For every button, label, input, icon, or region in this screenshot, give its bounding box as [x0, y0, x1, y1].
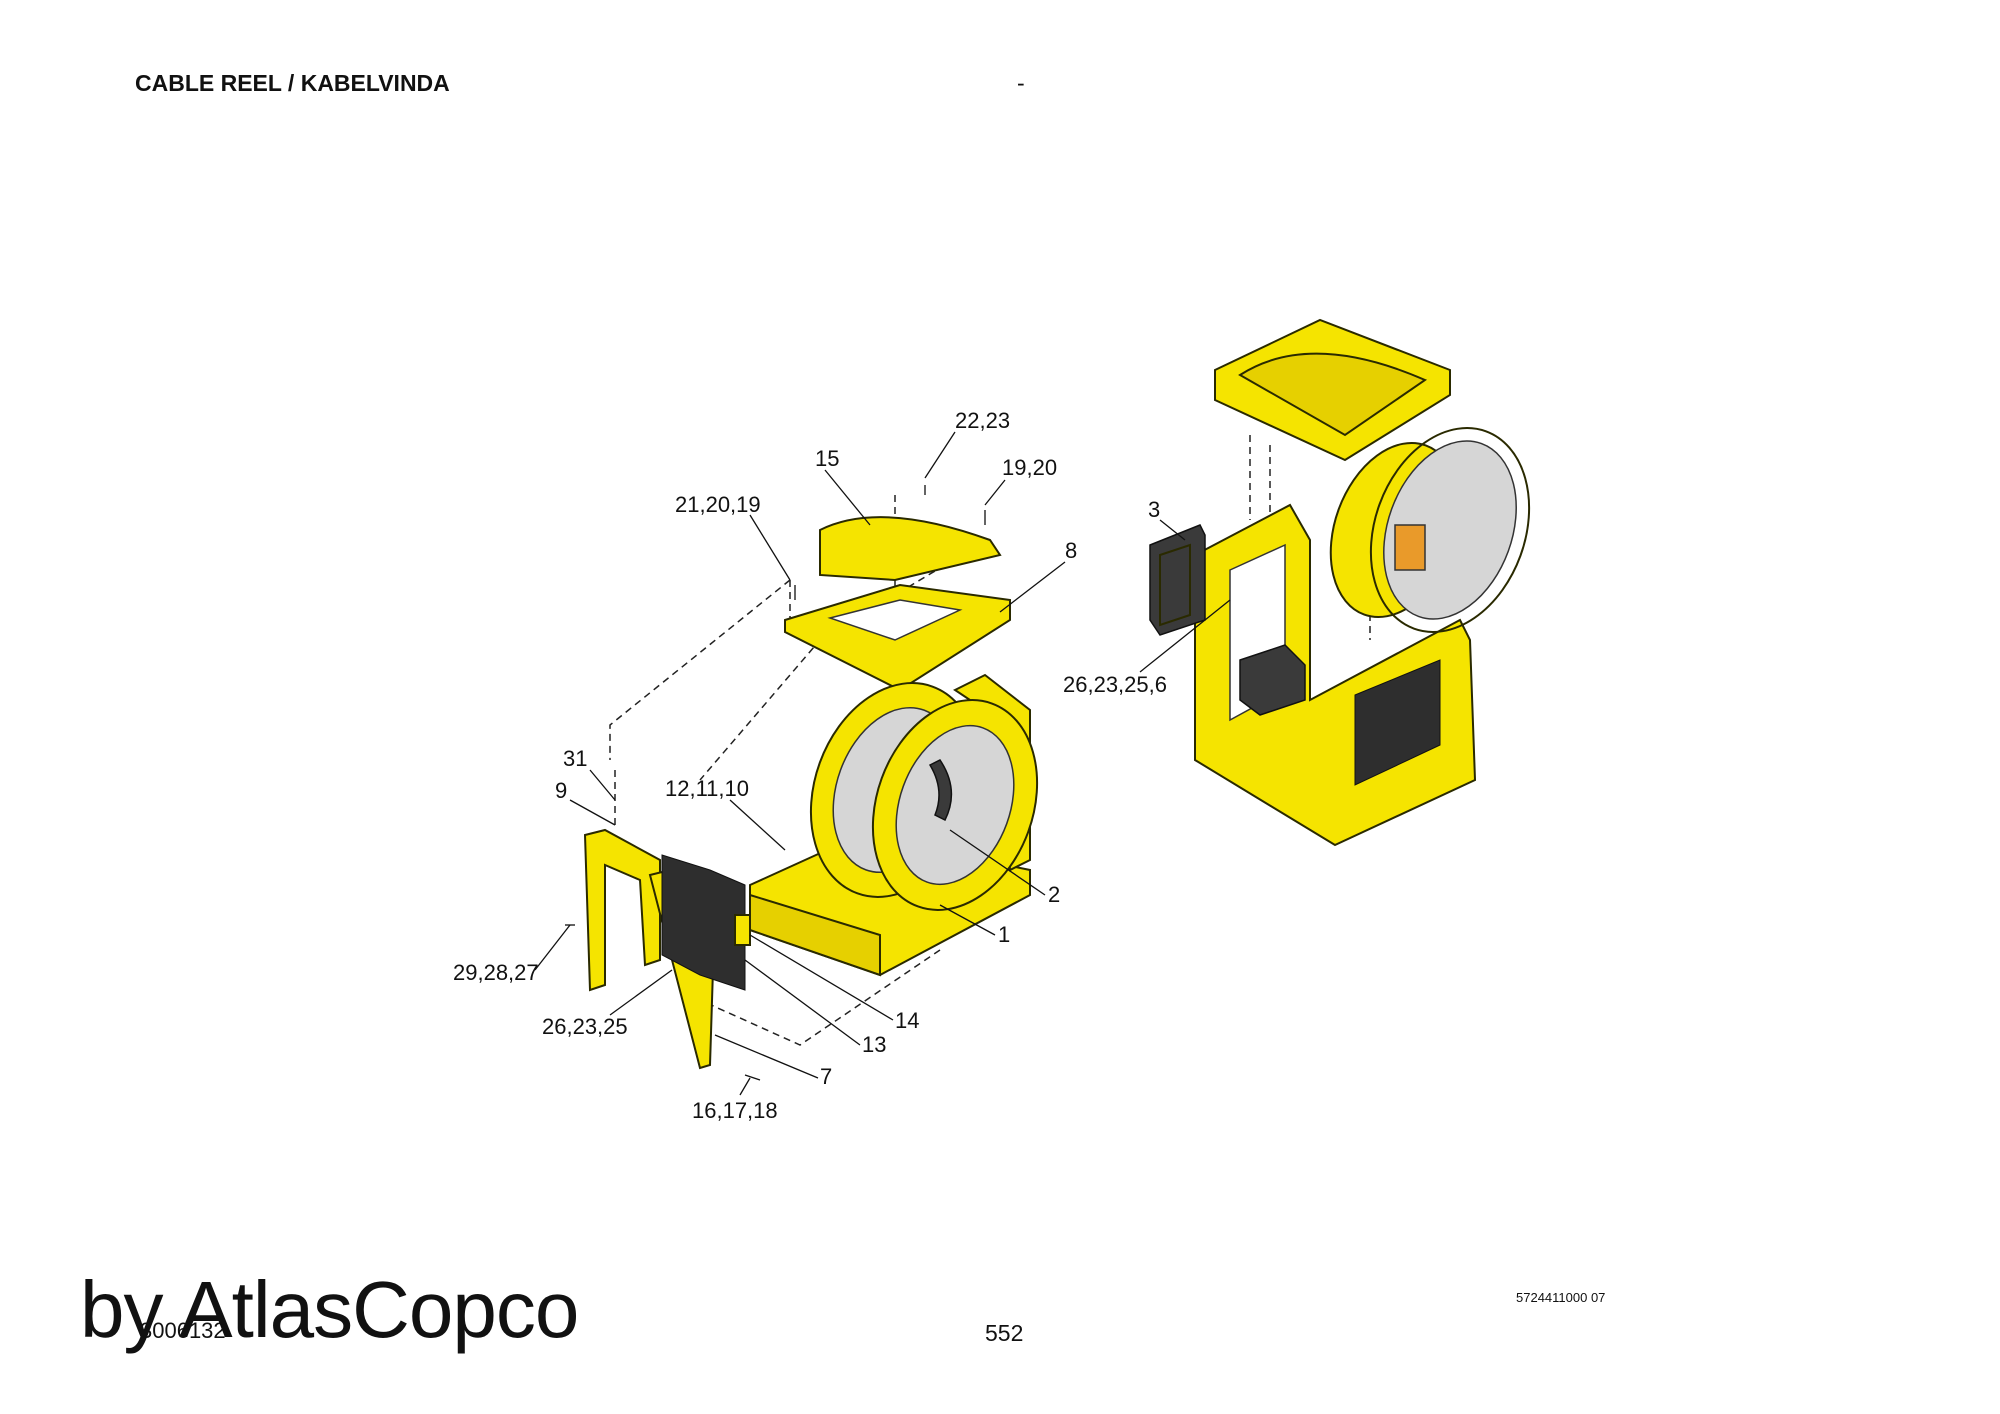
- watermark-text: by AtlasCopco: [80, 1265, 579, 1354]
- callout-12-11-10: 12,11,10: [665, 776, 749, 801]
- callout-31: 31: [563, 746, 587, 771]
- document-number: 5724411000 07: [1516, 1290, 1606, 1305]
- side-panel-9: [583, 828, 661, 992]
- callout-26-23-25-6: 26,23,25,6: [1063, 672, 1167, 697]
- orange-bracket: [1394, 524, 1426, 571]
- grille-13: [661, 854, 746, 991]
- callout-16-17-18: 16,17,18: [692, 1098, 778, 1123]
- callout-8: 8: [1065, 538, 1077, 563]
- callout-26-23-25: 26,23,25: [542, 1014, 628, 1039]
- callout-2: 2: [1048, 882, 1060, 907]
- drawing-id: 3006132: [140, 1318, 226, 1343]
- callout-19-20: 19,20: [1002, 455, 1057, 480]
- callout-14: 14: [895, 1008, 919, 1033]
- left-assembly: [565, 485, 1039, 1081]
- callout-13: 13: [862, 1032, 886, 1057]
- callouts: 22,23 15 19,20 21,20,19 8 31 9 12,11,10 …: [453, 408, 1231, 1123]
- callout-15: 15: [815, 446, 839, 471]
- callout-29-28-27: 29,28,27: [453, 960, 539, 985]
- right-assembly: [1149, 318, 1531, 847]
- page-title: CABLE REEL / KABELVINDA: [135, 70, 450, 96]
- callout-9: 9: [555, 778, 567, 803]
- header-dash: -: [1017, 70, 1025, 96]
- callout-22-23: 22,23: [955, 408, 1010, 433]
- page-number: 552: [985, 1320, 1024, 1346]
- right-grille: [1354, 659, 1441, 786]
- callout-1: 1: [998, 922, 1010, 947]
- motor-box: [1239, 644, 1306, 716]
- callout-3: 3: [1148, 497, 1160, 522]
- callout-21-20-19: 21,20,19: [675, 492, 761, 517]
- top-cover-15: [819, 516, 1002, 582]
- callout-7: 7: [820, 1064, 832, 1089]
